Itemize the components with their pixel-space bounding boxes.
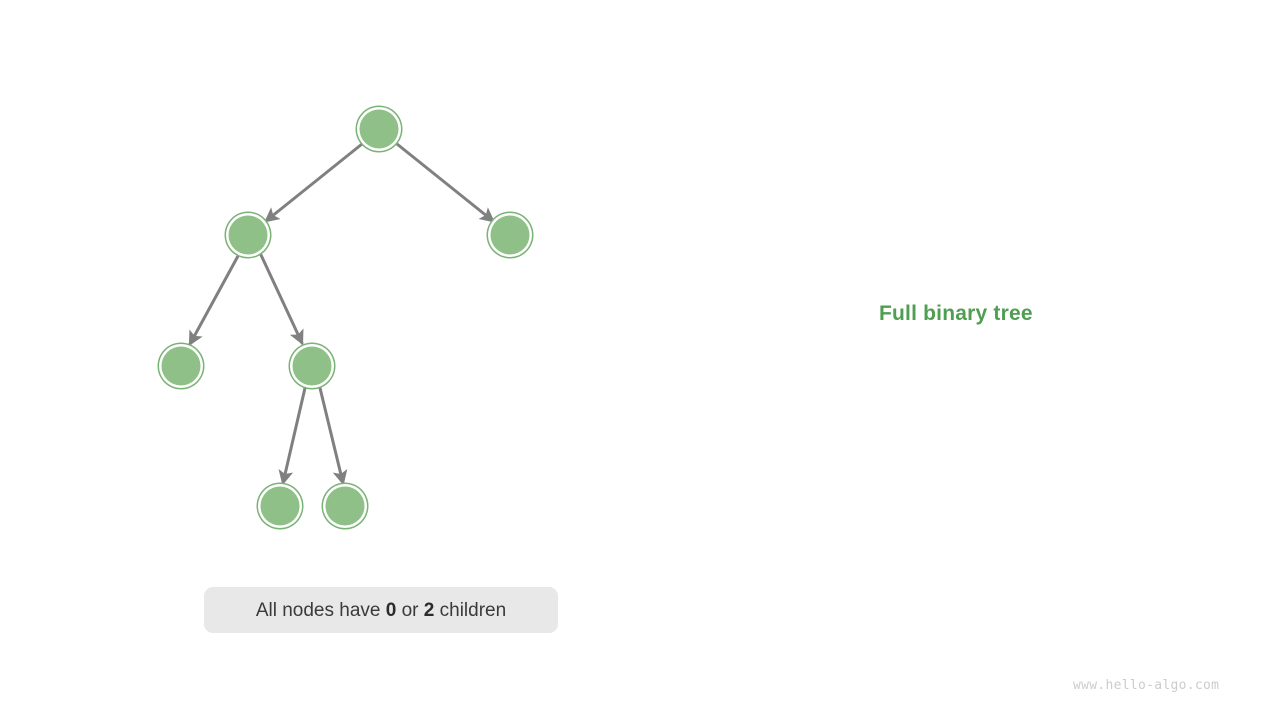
edge-n5-n6 [278, 386, 307, 486]
edge-n2-n5 [259, 253, 304, 346]
tree-node[interactable] [486, 211, 534, 259]
tree-node[interactable] [288, 342, 336, 390]
caption-box: All nodes have 0 or 2 children [204, 587, 558, 633]
caption-middle: or [396, 599, 424, 621]
tree-node[interactable] [256, 482, 304, 530]
watermark: www.hello-algo.com [1073, 678, 1220, 693]
edge-n5-n7 [318, 386, 348, 486]
tree-node[interactable] [355, 105, 403, 153]
tree-node[interactable] [321, 482, 369, 530]
caption-bold-zero: 0 [385, 599, 397, 621]
tree-node[interactable] [157, 342, 205, 390]
edge-n2-n4 [188, 254, 240, 347]
tree-nodes [157, 105, 534, 530]
edge-n1-n3 [395, 142, 495, 223]
tree-edges [188, 142, 495, 486]
edge-n1-n2 [264, 142, 364, 223]
diagram-title: Full binary tree [879, 302, 1033, 325]
tree-node[interactable] [224, 211, 272, 259]
caption-bold-two: 2 [423, 599, 435, 621]
caption-prefix: All nodes have [255, 599, 386, 621]
caption-text: All nodes have 0 or 2 children [256, 601, 506, 620]
caption-suffix: children [434, 599, 507, 621]
